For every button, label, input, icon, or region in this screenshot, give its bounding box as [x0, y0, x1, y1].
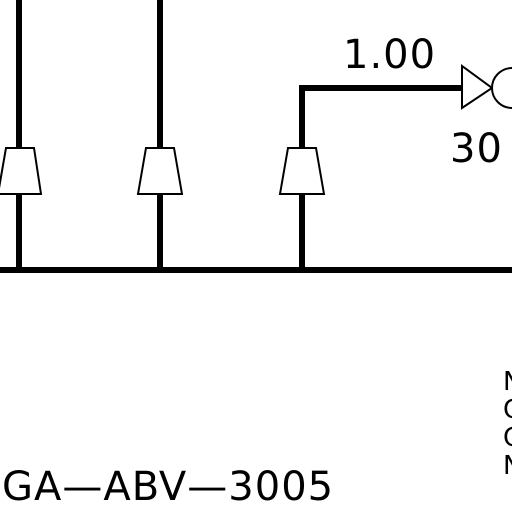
valve-bonnet: [491, 67, 512, 109]
edge-letter-4: N: [503, 451, 512, 481]
equipment-tag-label: GA—ABV—3005: [2, 464, 334, 510]
line-size-label: 1.00: [343, 32, 436, 78]
valve-tag-label: 30: [450, 126, 503, 172]
edge-letter-2: C: [503, 395, 512, 425]
edge-letter-1: N: [503, 367, 512, 397]
edge-letter-3: C: [503, 423, 512, 453]
pipe-drop-3-upper: [299, 85, 462, 148]
reducer-symbol-2: [136, 147, 184, 195]
reducer-symbol-1: [0, 147, 43, 195]
reducer-symbol-3: [278, 147, 326, 195]
valve-symbol: [461, 64, 494, 110]
